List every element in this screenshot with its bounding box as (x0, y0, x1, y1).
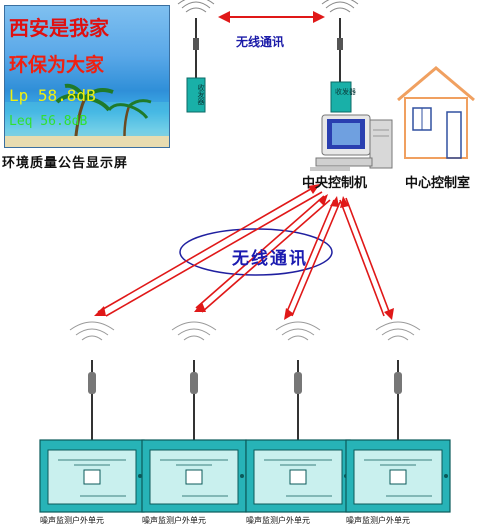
unit-display-window (185, 469, 203, 485)
ellipse-wireless-label: 无线通讯 (232, 249, 308, 269)
antenna-coil (190, 372, 198, 394)
unit-latch (444, 474, 448, 478)
display-caption: 环境质量公告显示屏 (2, 156, 129, 171)
beach-background-image (5, 83, 169, 147)
signal-waves-icon (69, 321, 115, 341)
control-room-caption: 中心控制室 (405, 176, 471, 191)
outdoor-unit-label-3: 噪声监测户外单元 (246, 516, 310, 525)
left-transceiver-tag: 收发器 (197, 84, 205, 105)
central-antenna (321, 0, 359, 113)
unit-latch (138, 474, 142, 478)
signal-waves-icon (171, 321, 217, 341)
antenna-coil (394, 372, 402, 394)
unit-display-window (83, 469, 101, 485)
outdoor-unit-2 (141, 321, 247, 513)
display-slogan-line2: 环保为大家 (9, 54, 105, 76)
outdoor-unit-label-1: 噪声监测户外单元 (40, 516, 104, 525)
outdoor-unit-4 (345, 321, 451, 513)
unit-display-window (389, 469, 407, 485)
public-display-screen: 西安是我家 环保为大家 Lp 58.8dB Leq 56.8dB (4, 5, 170, 148)
display-leq-reading: Leq 56.8dB (9, 114, 88, 129)
top-wireless-label: 无线通讯 (236, 35, 285, 49)
display-lp-reading: Lp 58.8dB (9, 86, 96, 105)
unit-link-arrowheads (94, 184, 394, 320)
display-slogan-line1: 西安是我家 (9, 16, 109, 40)
antenna-coil (88, 372, 96, 394)
outdoor-unit-3 (245, 321, 351, 513)
signal-waves-icon (375, 321, 421, 341)
central-computer (310, 114, 393, 171)
unit-link-arrows (97, 185, 391, 317)
central-controller-caption: 中央控制机 (302, 176, 368, 191)
control-room-house (397, 66, 475, 159)
display-antenna (177, 0, 215, 113)
signal-waves-icon (275, 321, 321, 341)
outdoor-unit-label-4: 噪声监测户外单元 (346, 516, 410, 525)
unit-latch (240, 474, 244, 478)
antenna-coil (294, 372, 302, 394)
top-wireless-link-arrow (218, 11, 325, 23)
unit-display-window (289, 469, 307, 485)
outdoor-unit-1 (39, 321, 145, 513)
right-transceiver-tag: 收发器 (335, 88, 356, 96)
outdoor-unit-label-2: 噪声监测户外单元 (142, 516, 206, 525)
